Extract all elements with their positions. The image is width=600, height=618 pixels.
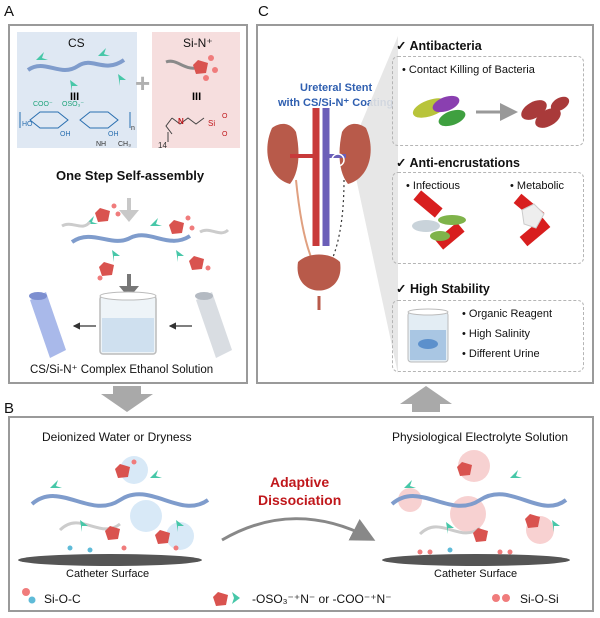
- anti-encrustation-title: ✓ Anti-encrustations: [396, 156, 520, 170]
- sin-label: Si-N⁺: [183, 36, 213, 50]
- bacteria-icon: [412, 95, 466, 127]
- right-surface-label: Catheter Surface: [434, 568, 518, 580]
- svg-text:COO⁻: COO⁻: [33, 101, 53, 108]
- cs-label: CS: [68, 36, 85, 50]
- svg-text:III: III: [192, 91, 201, 103]
- right-kidney-icon: [339, 123, 371, 184]
- coated-tube-icon: [29, 292, 66, 358]
- stent-label-line1: Ureteral Stent: [300, 82, 373, 94]
- pentagon-icon: [193, 60, 208, 74]
- antibacteria-title: ✓ Antibacteria: [396, 39, 482, 53]
- panel-b-frame: [8, 416, 594, 612]
- legend-bond-label: -OSO₃⁻⁺N⁻ or -COO⁻⁺N⁻: [252, 592, 392, 606]
- left-surface-label: Catheter Surface: [66, 568, 150, 580]
- dissociation-title: Dissociation: [258, 492, 342, 508]
- arrow-a-to-b: [101, 386, 153, 412]
- adaptive-title: Adaptive: [270, 474, 330, 490]
- stability-item-3: • Different Urine: [462, 348, 540, 360]
- svg-text:III: III: [70, 91, 79, 103]
- svg-text:n: n: [131, 125, 135, 132]
- cs-arrowheads: [36, 48, 126, 92]
- infectious-label: • Infectious: [406, 180, 460, 192]
- stability-item-1: • Organic Reagent: [462, 308, 553, 320]
- svg-text:OH: OH: [108, 131, 119, 138]
- infectious-encrustation-icon: [412, 190, 466, 250]
- legend-siosi-icon: [492, 594, 510, 602]
- svg-text:HO: HO: [22, 121, 33, 128]
- stability-box: [392, 300, 584, 372]
- svg-text:CH₃: CH₃: [118, 141, 131, 148]
- svg-text:N: N: [178, 117, 184, 126]
- sin-structure-box: [152, 32, 240, 148]
- legend-siosi-label: Si-O-Si: [520, 592, 559, 606]
- anti-encrustation-box: [392, 172, 584, 264]
- bladder-icon: [297, 254, 341, 291]
- svg-text:Si: Si: [208, 119, 215, 128]
- solution-label: CS/Si-N⁺ Complex Ethanol Solution: [30, 364, 214, 376]
- legend-bond-icon: [213, 592, 240, 606]
- panel-c-letter: C: [258, 3, 269, 20]
- left-condition-title: Deionized Water or Dryness: [42, 430, 192, 444]
- antibacteria-bullet: • Contact Killing of Bacteria: [402, 64, 535, 76]
- panel-b-letter: B: [4, 400, 15, 417]
- left-kidney-icon: [267, 123, 299, 184]
- svg-text:OSO₃⁻: OSO₃⁻: [62, 101, 84, 108]
- cs-rings: [19, 111, 131, 129]
- cs-structure-box: [17, 32, 137, 148]
- plus-sign: +: [135, 68, 151, 98]
- legend-sioc-icon: [22, 588, 36, 604]
- svg-text:NH: NH: [96, 141, 106, 148]
- stability-title: ✓ High Stability: [396, 282, 490, 296]
- legend-sioc-label: Si-O-C: [44, 592, 81, 606]
- stability-beaker-icon: [407, 308, 449, 363]
- metabolic-label: • Metabolic: [510, 180, 564, 192]
- svg-text:OH: OH: [60, 131, 71, 138]
- right-condition-title: Physiological Electrolyte Solution: [392, 430, 569, 444]
- panel-a-letter: A: [4, 3, 15, 20]
- arrow-b-to-c: [400, 386, 452, 412]
- metabolic-encrustation-icon: [513, 193, 551, 247]
- cs-chain: [26, 58, 126, 72]
- uncoated-tube-icon: [195, 292, 232, 358]
- svg-text:O: O: [222, 113, 228, 120]
- step-title: One Step Self-assembly: [56, 168, 205, 183]
- antibacteria-box: [392, 56, 584, 146]
- stability-item-2: • High Salinity: [462, 328, 531, 340]
- svg-text:14: 14: [158, 141, 167, 150]
- killed-bacteria-icon: [521, 96, 570, 128]
- svg-text:O: O: [222, 131, 228, 138]
- stent-label-line2: with CS/Si-N⁺ Coating: [278, 97, 394, 109]
